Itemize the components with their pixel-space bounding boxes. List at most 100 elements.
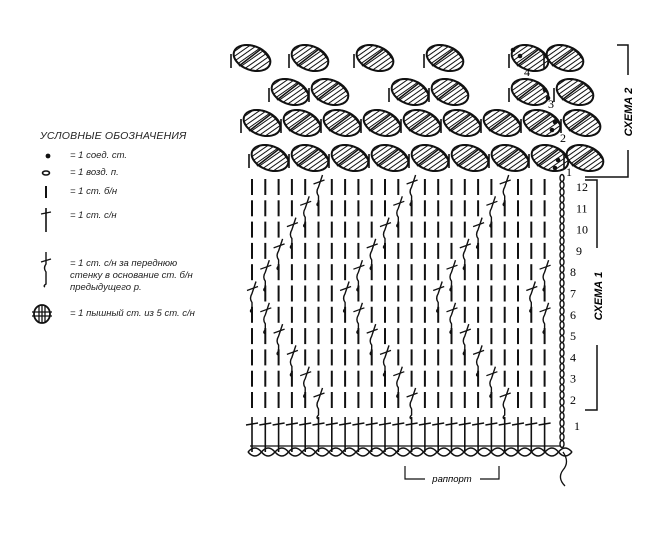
- front-post-stitch: [273, 238, 285, 271]
- chain-stitch: [559, 425, 565, 435]
- dc-stitch: [471, 417, 485, 452]
- puff-stitch: [450, 143, 490, 173]
- chain-stitch: [559, 271, 565, 281]
- row-number: 5: [570, 329, 576, 343]
- dc-stitch: [299, 417, 312, 452]
- yarn-tail: [559, 451, 568, 487]
- schema1-label: СХЕМА 1: [593, 272, 605, 321]
- puff-stitch: [442, 108, 482, 138]
- puff-stitch: [530, 143, 570, 173]
- dc-stitch: [285, 417, 299, 452]
- dc-stitch: [245, 417, 259, 452]
- dc-stitch: [525, 417, 538, 452]
- row-number: 2: [570, 393, 576, 407]
- slip-stitch: [549, 127, 555, 133]
- front-post-stitch: [539, 259, 551, 292]
- chain-stitch: [559, 194, 565, 204]
- chain-stitch: [559, 250, 565, 260]
- dc-stitch: [392, 417, 405, 452]
- front-post-stitch: [260, 259, 272, 292]
- front-post-stitch: [446, 302, 458, 335]
- dc-stitch: [338, 417, 352, 452]
- dc-stitch: [352, 417, 365, 452]
- chain-stitch: [559, 369, 565, 379]
- puff-stitch: [510, 43, 550, 73]
- front-post-stitch: [366, 238, 378, 271]
- puff-stitch: [545, 43, 585, 73]
- dc-stitch: [458, 417, 471, 452]
- dc-stitch: [538, 417, 551, 452]
- dc-stitch: [272, 417, 285, 452]
- chain-stitch: [559, 306, 565, 316]
- chain-stitch: [559, 397, 565, 407]
- chain-stitch: [559, 229, 565, 239]
- chain-stitch: [559, 243, 565, 253]
- front-post-stitch: [379, 217, 392, 250]
- chain-stitch: [559, 264, 565, 274]
- chain-stitch: [559, 180, 565, 190]
- front-post-stitch: [260, 302, 272, 335]
- dc-stitch: [511, 417, 525, 452]
- chain-stitch: [559, 376, 565, 386]
- row-number: 3: [570, 372, 576, 386]
- rapport-bracket: [404, 466, 500, 480]
- slip-stitch: [510, 47, 516, 53]
- dot-icon: [45, 153, 51, 159]
- front-post-stitch: [246, 281, 259, 314]
- front-post-stitch: [353, 259, 365, 292]
- puff-stitch: [290, 43, 330, 73]
- puff-stitch: [555, 77, 595, 107]
- puff-stitch-rows: [230, 43, 605, 173]
- dc-stitch: [445, 417, 458, 452]
- puff-stitch: [425, 43, 465, 73]
- dc-stitch: [432, 417, 445, 452]
- chain-stitch: [559, 313, 565, 323]
- front-post-stitch: [393, 366, 405, 399]
- front-post-stitch: [499, 174, 511, 207]
- chain-stitch: [559, 257, 565, 267]
- chain-stitch: [559, 299, 565, 309]
- row-number: 9: [576, 244, 582, 258]
- vertical-line-icon: [45, 186, 47, 198]
- row-number: 4: [570, 350, 576, 364]
- puff-stitch: [290, 143, 330, 173]
- slip-stitch: [555, 157, 561, 163]
- chain-stitch: [559, 208, 565, 218]
- chain-stitch: [559, 285, 565, 295]
- chain-stitch: [559, 411, 565, 421]
- chain-stitch: [559, 278, 565, 288]
- chain-stitch: [559, 348, 565, 358]
- dc-stitch: [259, 417, 272, 452]
- puff-stitch: [242, 108, 282, 138]
- chain-stitch: [559, 390, 565, 400]
- front-post-stitch: [366, 323, 378, 356]
- chain-stitch: [559, 383, 565, 393]
- dc-stitch: [498, 417, 511, 452]
- legend: УСЛОВНЫЕ ОБОЗНАЧЕНИЯ = 1 соед. ст. = 1 в…: [32, 130, 260, 324]
- slip-stitch: [545, 95, 551, 101]
- front-post-stitch: [299, 196, 312, 228]
- chain-stitch: [559, 418, 565, 428]
- puff-stitch: [355, 43, 395, 73]
- dc-stitch: [325, 417, 338, 452]
- chain-stitch: [559, 236, 565, 246]
- row-number: 8: [570, 265, 576, 279]
- chain-stitch: [559, 355, 565, 365]
- slip-stitch: [552, 119, 558, 125]
- front-post-stitch: [286, 217, 299, 250]
- puff-stitch: [270, 77, 310, 107]
- chain-stitch: [559, 362, 565, 372]
- dc-stitch: [365, 417, 378, 452]
- row-number: 4: [524, 65, 530, 79]
- front-post-stitch: [299, 366, 312, 399]
- front-post-stitch: [273, 323, 285, 356]
- puff-stitch: [330, 143, 370, 173]
- dc-stitch: [405, 417, 418, 452]
- puff-stitch: [322, 108, 362, 138]
- front-post-stitch: [486, 196, 498, 228]
- chain-stitch: [559, 292, 565, 302]
- chain-stitch: [559, 201, 565, 211]
- chain-stitch: [559, 320, 565, 330]
